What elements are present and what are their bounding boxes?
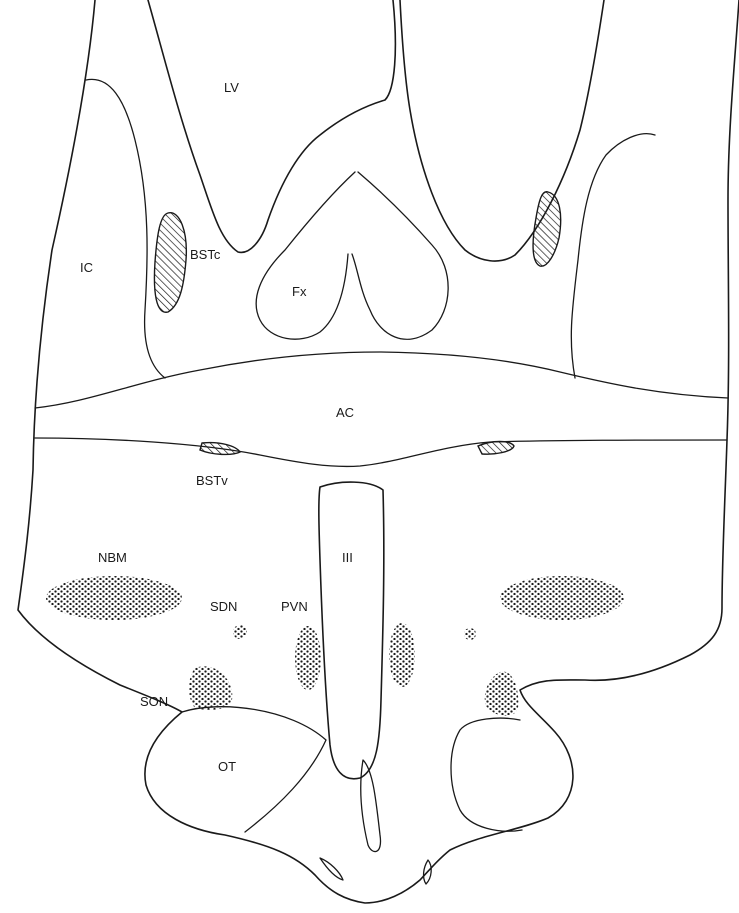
nbm-left-region [46, 576, 182, 620]
anterior-commissure-lower [35, 438, 727, 466]
fornix-outline [256, 172, 355, 339]
bstc-left-region [154, 213, 186, 313]
lateral-ventricle-outline [148, 0, 395, 252]
label-nbm: NBM [98, 550, 127, 565]
bstv-right-region [478, 442, 514, 455]
label-sdn: SDN [210, 599, 237, 614]
label-lv: LV [224, 80, 239, 95]
optic-tract-right-outline [451, 718, 522, 831]
label-bstc: BSTc [190, 247, 221, 262]
bstv-left-region [200, 443, 240, 455]
bstc-right-region [533, 192, 561, 266]
label-fx: Fx [292, 284, 307, 299]
son-left-region [189, 666, 232, 710]
sdn-right-region [464, 628, 476, 640]
label-pvn: PVN [281, 599, 308, 614]
bottom-fold-left [320, 858, 343, 880]
son-right-region [485, 671, 519, 716]
third-ventricle-lower-slit [361, 760, 381, 852]
anterior-commissure-upper [35, 352, 728, 408]
label-ot: OT [218, 759, 236, 774]
label-son: SON [140, 694, 168, 709]
label-bstv: BSTv [196, 473, 228, 488]
pvn-right-region [389, 623, 415, 687]
label-ic: IC [80, 260, 93, 275]
third-ventricle-outline [319, 482, 384, 779]
optic-tract-left-outline [182, 707, 326, 832]
nbm-right-region [500, 576, 624, 620]
internal-capsule-right-boundary [571, 134, 655, 378]
sdn-left-region [233, 625, 247, 639]
pvn-left-region [295, 626, 321, 690]
section-outline [18, 0, 739, 903]
label-iii: III [342, 550, 353, 565]
lateral-ventricle-right-outline [400, 0, 604, 261]
label-ac: AC [336, 405, 354, 420]
internal-capsule-left-boundary [86, 79, 165, 378]
